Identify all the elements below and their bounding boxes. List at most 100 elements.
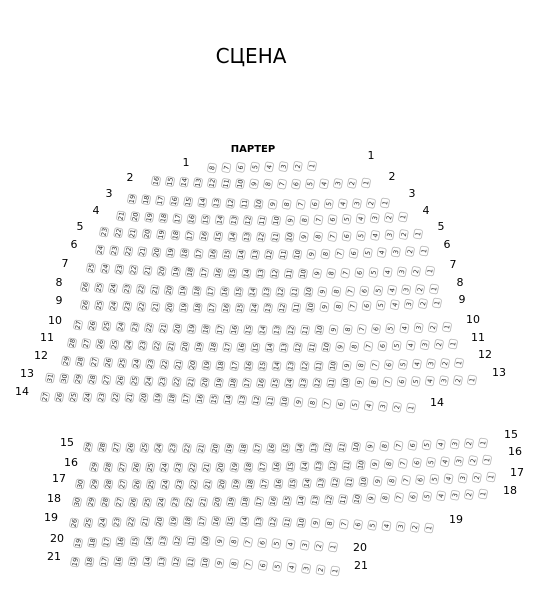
seat[interactable]: 18 [166,392,177,404]
seat[interactable]: 17 [193,248,204,259]
seat[interactable]: 12 [267,516,278,528]
seat[interactable]: 12 [322,442,333,453]
seat[interactable]: 10 [321,341,331,353]
seat[interactable]: 16 [194,393,205,404]
seat[interactable]: 16 [169,195,179,207]
seat[interactable]: 7 [321,398,332,409]
seat[interactable]: 23 [174,479,184,490]
seat[interactable]: 9 [312,268,322,279]
seat[interactable]: 29 [89,478,99,490]
seat[interactable]: 1 [413,228,423,240]
seat[interactable]: 25 [94,282,104,293]
seat[interactable]: 7 [327,231,338,242]
seat[interactable]: 28 [75,356,85,367]
seat[interactable]: 21 [173,359,184,370]
seat[interactable]: 22 [136,301,147,312]
seat[interactable]: 2 [468,455,478,466]
seat[interactable]: 11 [338,494,348,505]
seat[interactable]: 12 [264,249,274,260]
seat[interactable]: 19 [73,537,83,549]
seat[interactable]: 1 [478,488,488,500]
seat[interactable]: 30 [75,478,85,490]
seat[interactable]: 11 [289,286,300,298]
seat[interactable]: 11 [344,476,355,488]
seat[interactable]: 15 [250,342,261,353]
seat[interactable]: 11 [221,178,231,189]
seat[interactable]: 23 [137,340,148,351]
seat[interactable]: 12 [312,377,323,389]
seat[interactable]: 20 [151,247,162,258]
seat[interactable]: 19 [178,302,189,313]
seat[interactable]: 22 [159,359,170,370]
seat[interactable]: 25 [129,375,140,387]
seat[interactable]: 16 [186,213,197,225]
seat[interactable]: 23 [170,496,180,508]
seat[interactable]: 14 [247,286,258,298]
seat[interactable]: 19 [229,461,240,473]
seat[interactable]: 24 [160,479,170,490]
seat[interactable]: 7 [295,199,306,210]
seat[interactable]: 10 [305,302,316,313]
seat[interactable]: 13 [310,494,320,506]
seat[interactable]: 12 [172,535,182,547]
seat[interactable]: 9 [354,377,365,388]
seat[interactable]: 25 [142,496,152,508]
seat[interactable]: 10 [284,231,295,243]
seat[interactable]: 2 [347,178,357,189]
seat[interactable]: 11 [337,441,347,453]
seat[interactable]: 16 [243,360,254,372]
seat[interactable]: 24 [153,442,164,454]
seat[interactable]: 22 [144,322,154,333]
seat[interactable]: 17 [222,341,232,353]
seat[interactable]: 4 [412,358,422,370]
seat[interactable]: 21 [140,516,150,527]
seat[interactable]: 11 [283,268,294,279]
seat[interactable]: 19 [194,341,204,353]
seat[interactable]: 18 [182,515,193,527]
seat[interactable]: 20 [156,265,167,277]
seat[interactable]: 10 [296,517,306,528]
seat[interactable]: 11 [326,377,337,389]
seat[interactable]: 5 [426,457,436,468]
seat[interactable]: 6 [291,178,301,190]
seat[interactable]: 24 [95,244,105,256]
seat[interactable]: 11 [307,342,317,353]
seat[interactable]: 22 [171,376,182,388]
seat[interactable]: 29 [86,496,96,508]
seat[interactable]: 20 [154,516,164,527]
seat[interactable]: 13 [298,377,308,389]
seat[interactable]: 23 [173,462,183,473]
seat[interactable]: 17 [196,515,207,527]
seat[interactable]: 26 [128,496,138,508]
seat[interactable]: 17 [254,496,264,507]
seat[interactable]: 7 [345,286,356,297]
seat[interactable]: 1 [448,338,458,350]
seat[interactable]: 18 [238,443,248,454]
seat[interactable]: 2 [384,212,394,223]
seat[interactable]: 9 [214,536,225,547]
seat[interactable]: 4 [319,178,329,190]
seat[interactable]: 2 [464,438,474,449]
seat[interactable]: 20 [138,392,149,403]
seat[interactable]: 19 [165,247,176,258]
seat[interactable]: 13 [308,442,319,453]
seat[interactable]: 2 [313,540,324,552]
seat[interactable]: 11 [291,302,301,313]
seat[interactable]: 3 [352,198,362,209]
seat[interactable]: 2 [366,198,376,209]
seat[interactable]: 6 [257,537,268,549]
seat[interactable]: 2 [315,564,326,576]
seat[interactable]: 19 [156,229,166,240]
seat[interactable]: 4 [286,562,297,573]
seat[interactable]: 10 [298,268,308,279]
seat[interactable]: 16 [207,248,218,260]
seat[interactable]: 10 [279,396,290,407]
seat[interactable]: 13 [271,324,282,336]
seat[interactable]: 26 [80,281,90,293]
seat[interactable]: 20 [212,496,222,508]
seat[interactable]: 12 [225,198,236,209]
seat[interactable]: 13 [156,556,167,567]
seat[interactable]: 25 [101,320,112,332]
seat[interactable]: 22 [123,245,133,257]
seat[interactable]: 1 [307,160,317,172]
